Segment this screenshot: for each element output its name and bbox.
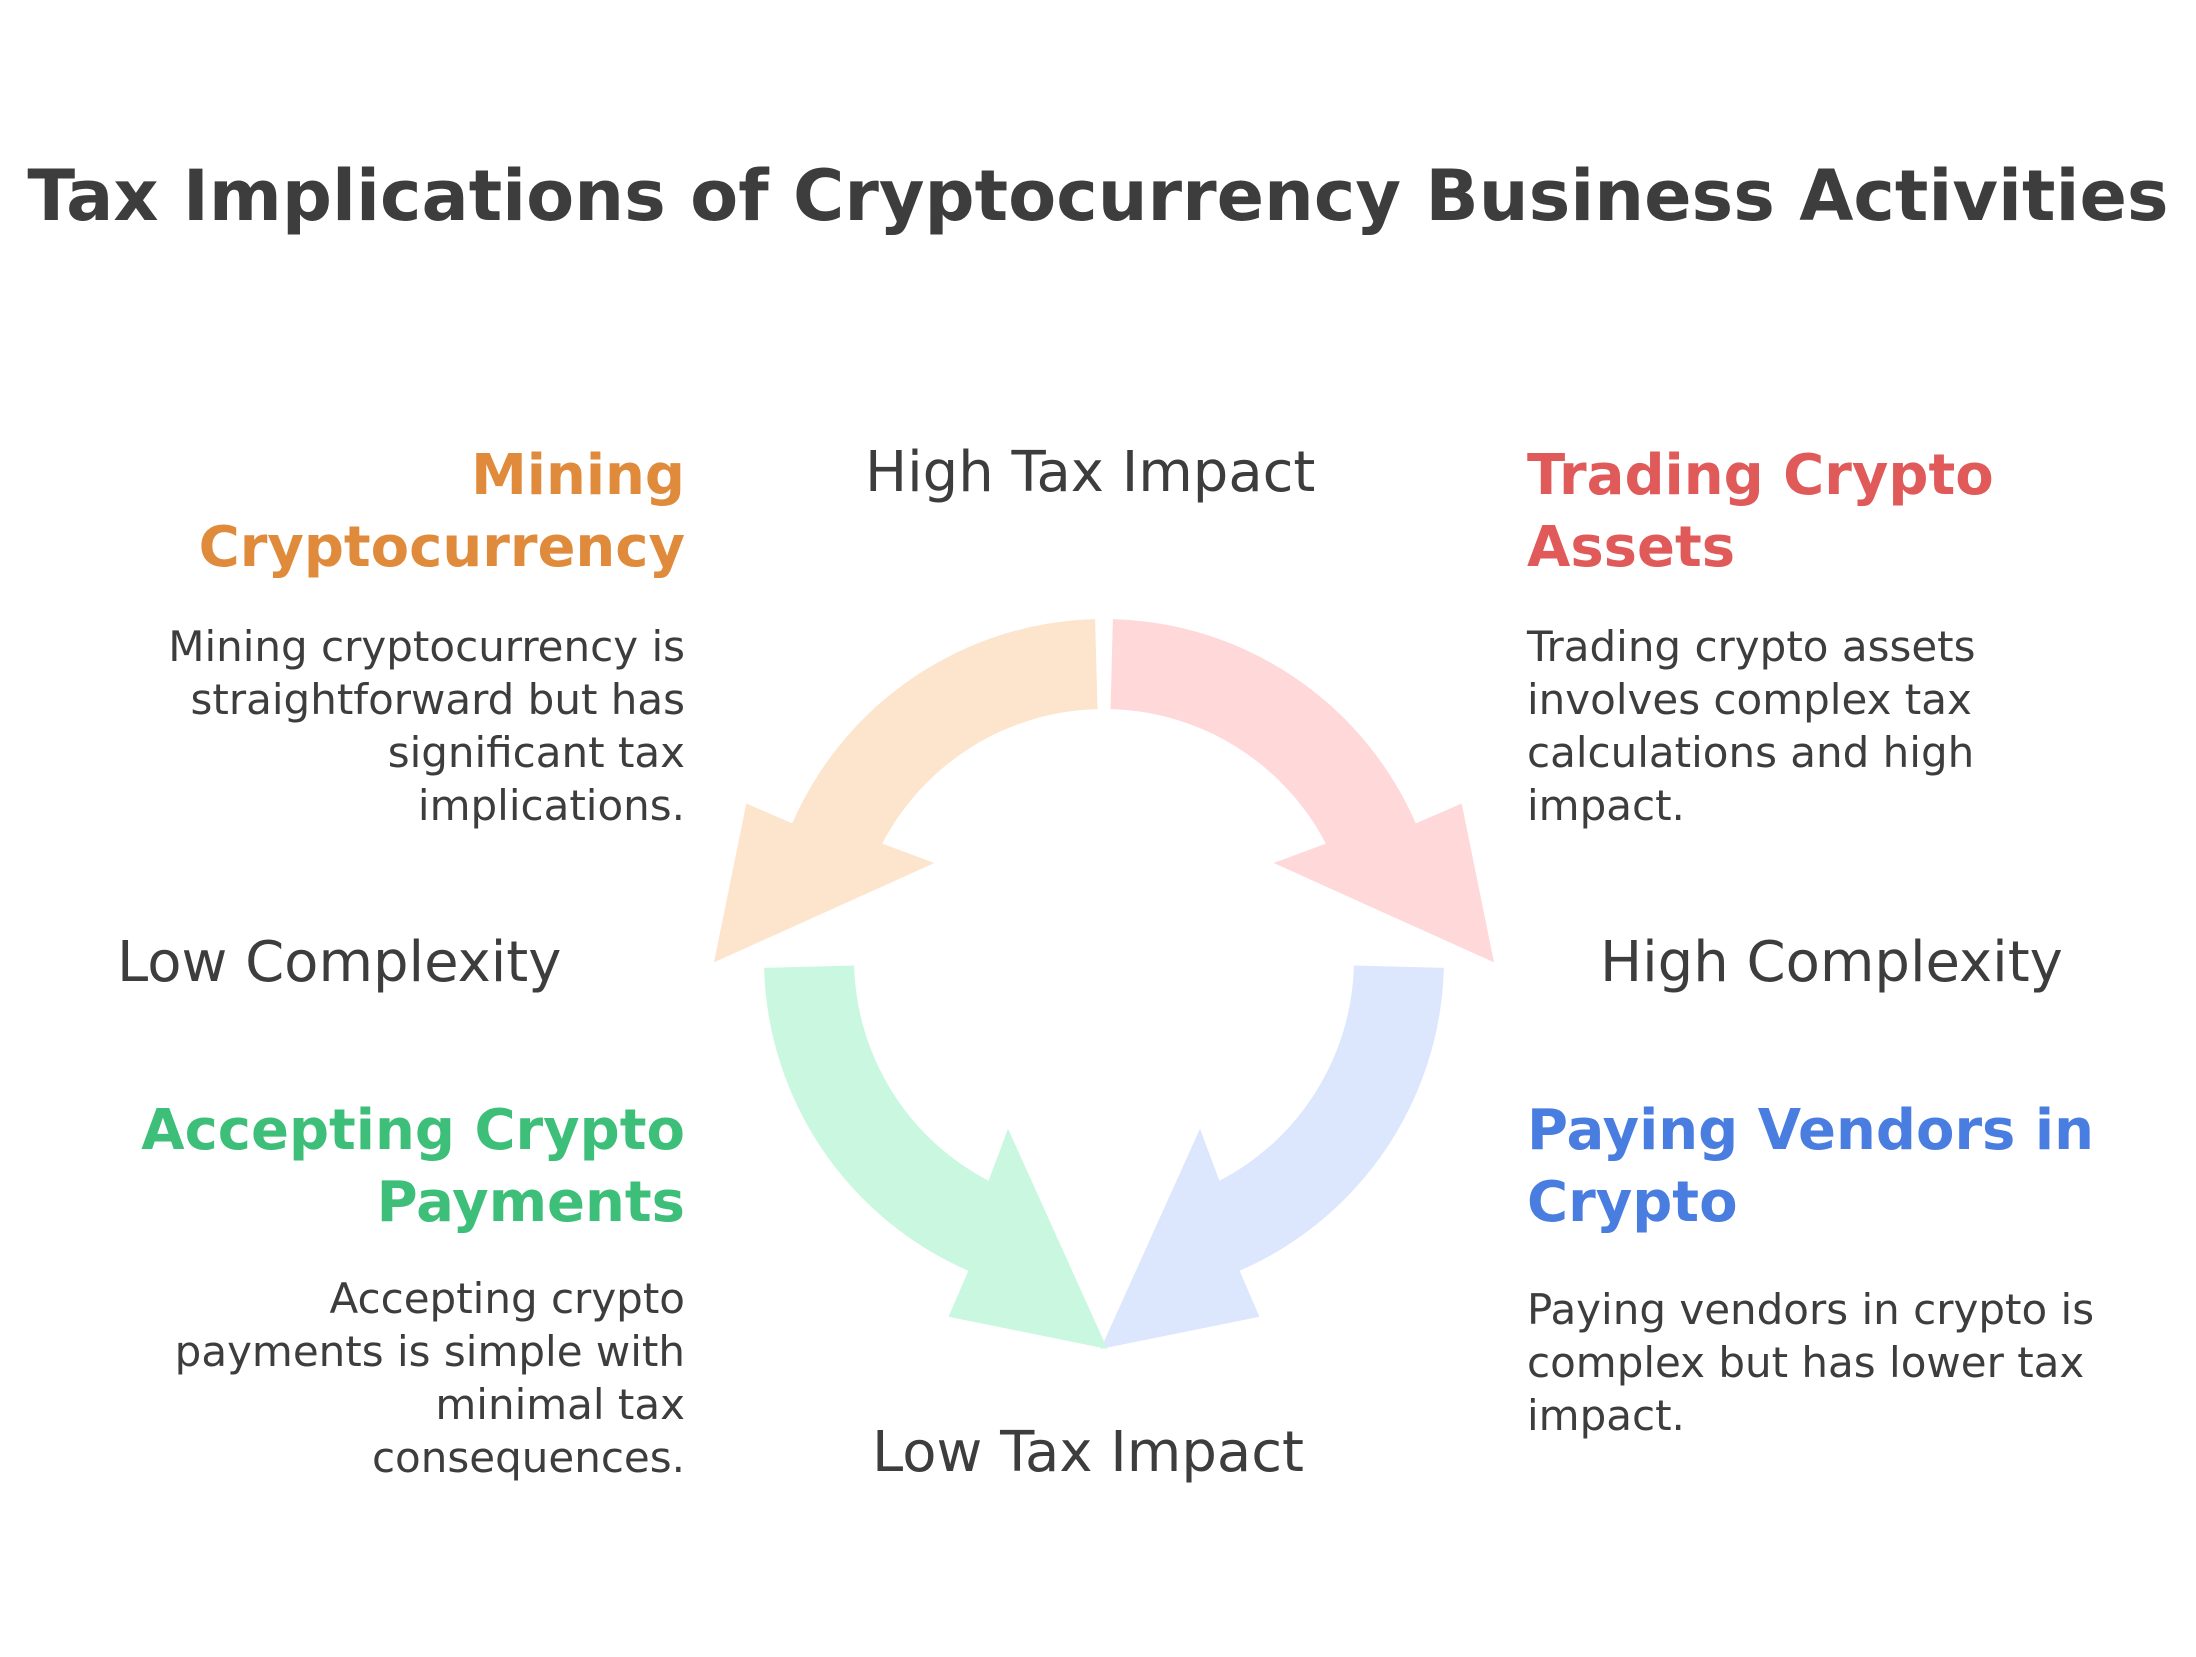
axis-label-bottom: Low Tax Impact bbox=[872, 1420, 1304, 1485]
quadrant-heading-trading: Trading Crypto Assets bbox=[1527, 443, 1994, 580]
quadrant-arc-accepting bbox=[764, 965, 1108, 1349]
quadrant-heading-accepting: Accepting Crypto Payments bbox=[141, 1098, 685, 1235]
quadrant-description-paying: Paying vendors in crypto is complex but … bbox=[1527, 1285, 2095, 1440]
axis-label-top: High Tax Impact bbox=[865, 440, 1316, 505]
axis-label-left: Low Complexity bbox=[117, 930, 562, 995]
quadrant-description-mining: Mining cryptocurrency is straightforward… bbox=[168, 622, 685, 830]
quadrant-heading-paying: Paying Vendors in Crypto bbox=[1527, 1098, 2094, 1235]
quadrant-description-trading: Trading crypto assets involves complex t… bbox=[1527, 622, 1976, 830]
quadrant-description-accepting: Accepting crypto payments is simple with… bbox=[174, 1274, 685, 1482]
diagram-title: Tax Implications of Cryptocurrency Busin… bbox=[27, 155, 2169, 237]
axis-label-right: High Complexity bbox=[1600, 930, 2063, 995]
quadrant-arc-paying bbox=[1100, 965, 1444, 1349]
quadrant-heading-mining: Mining Cryptocurrency bbox=[198, 443, 685, 580]
quadrant-arc-mining bbox=[714, 619, 1098, 963]
quadrant-arc-trading bbox=[1110, 619, 1494, 963]
